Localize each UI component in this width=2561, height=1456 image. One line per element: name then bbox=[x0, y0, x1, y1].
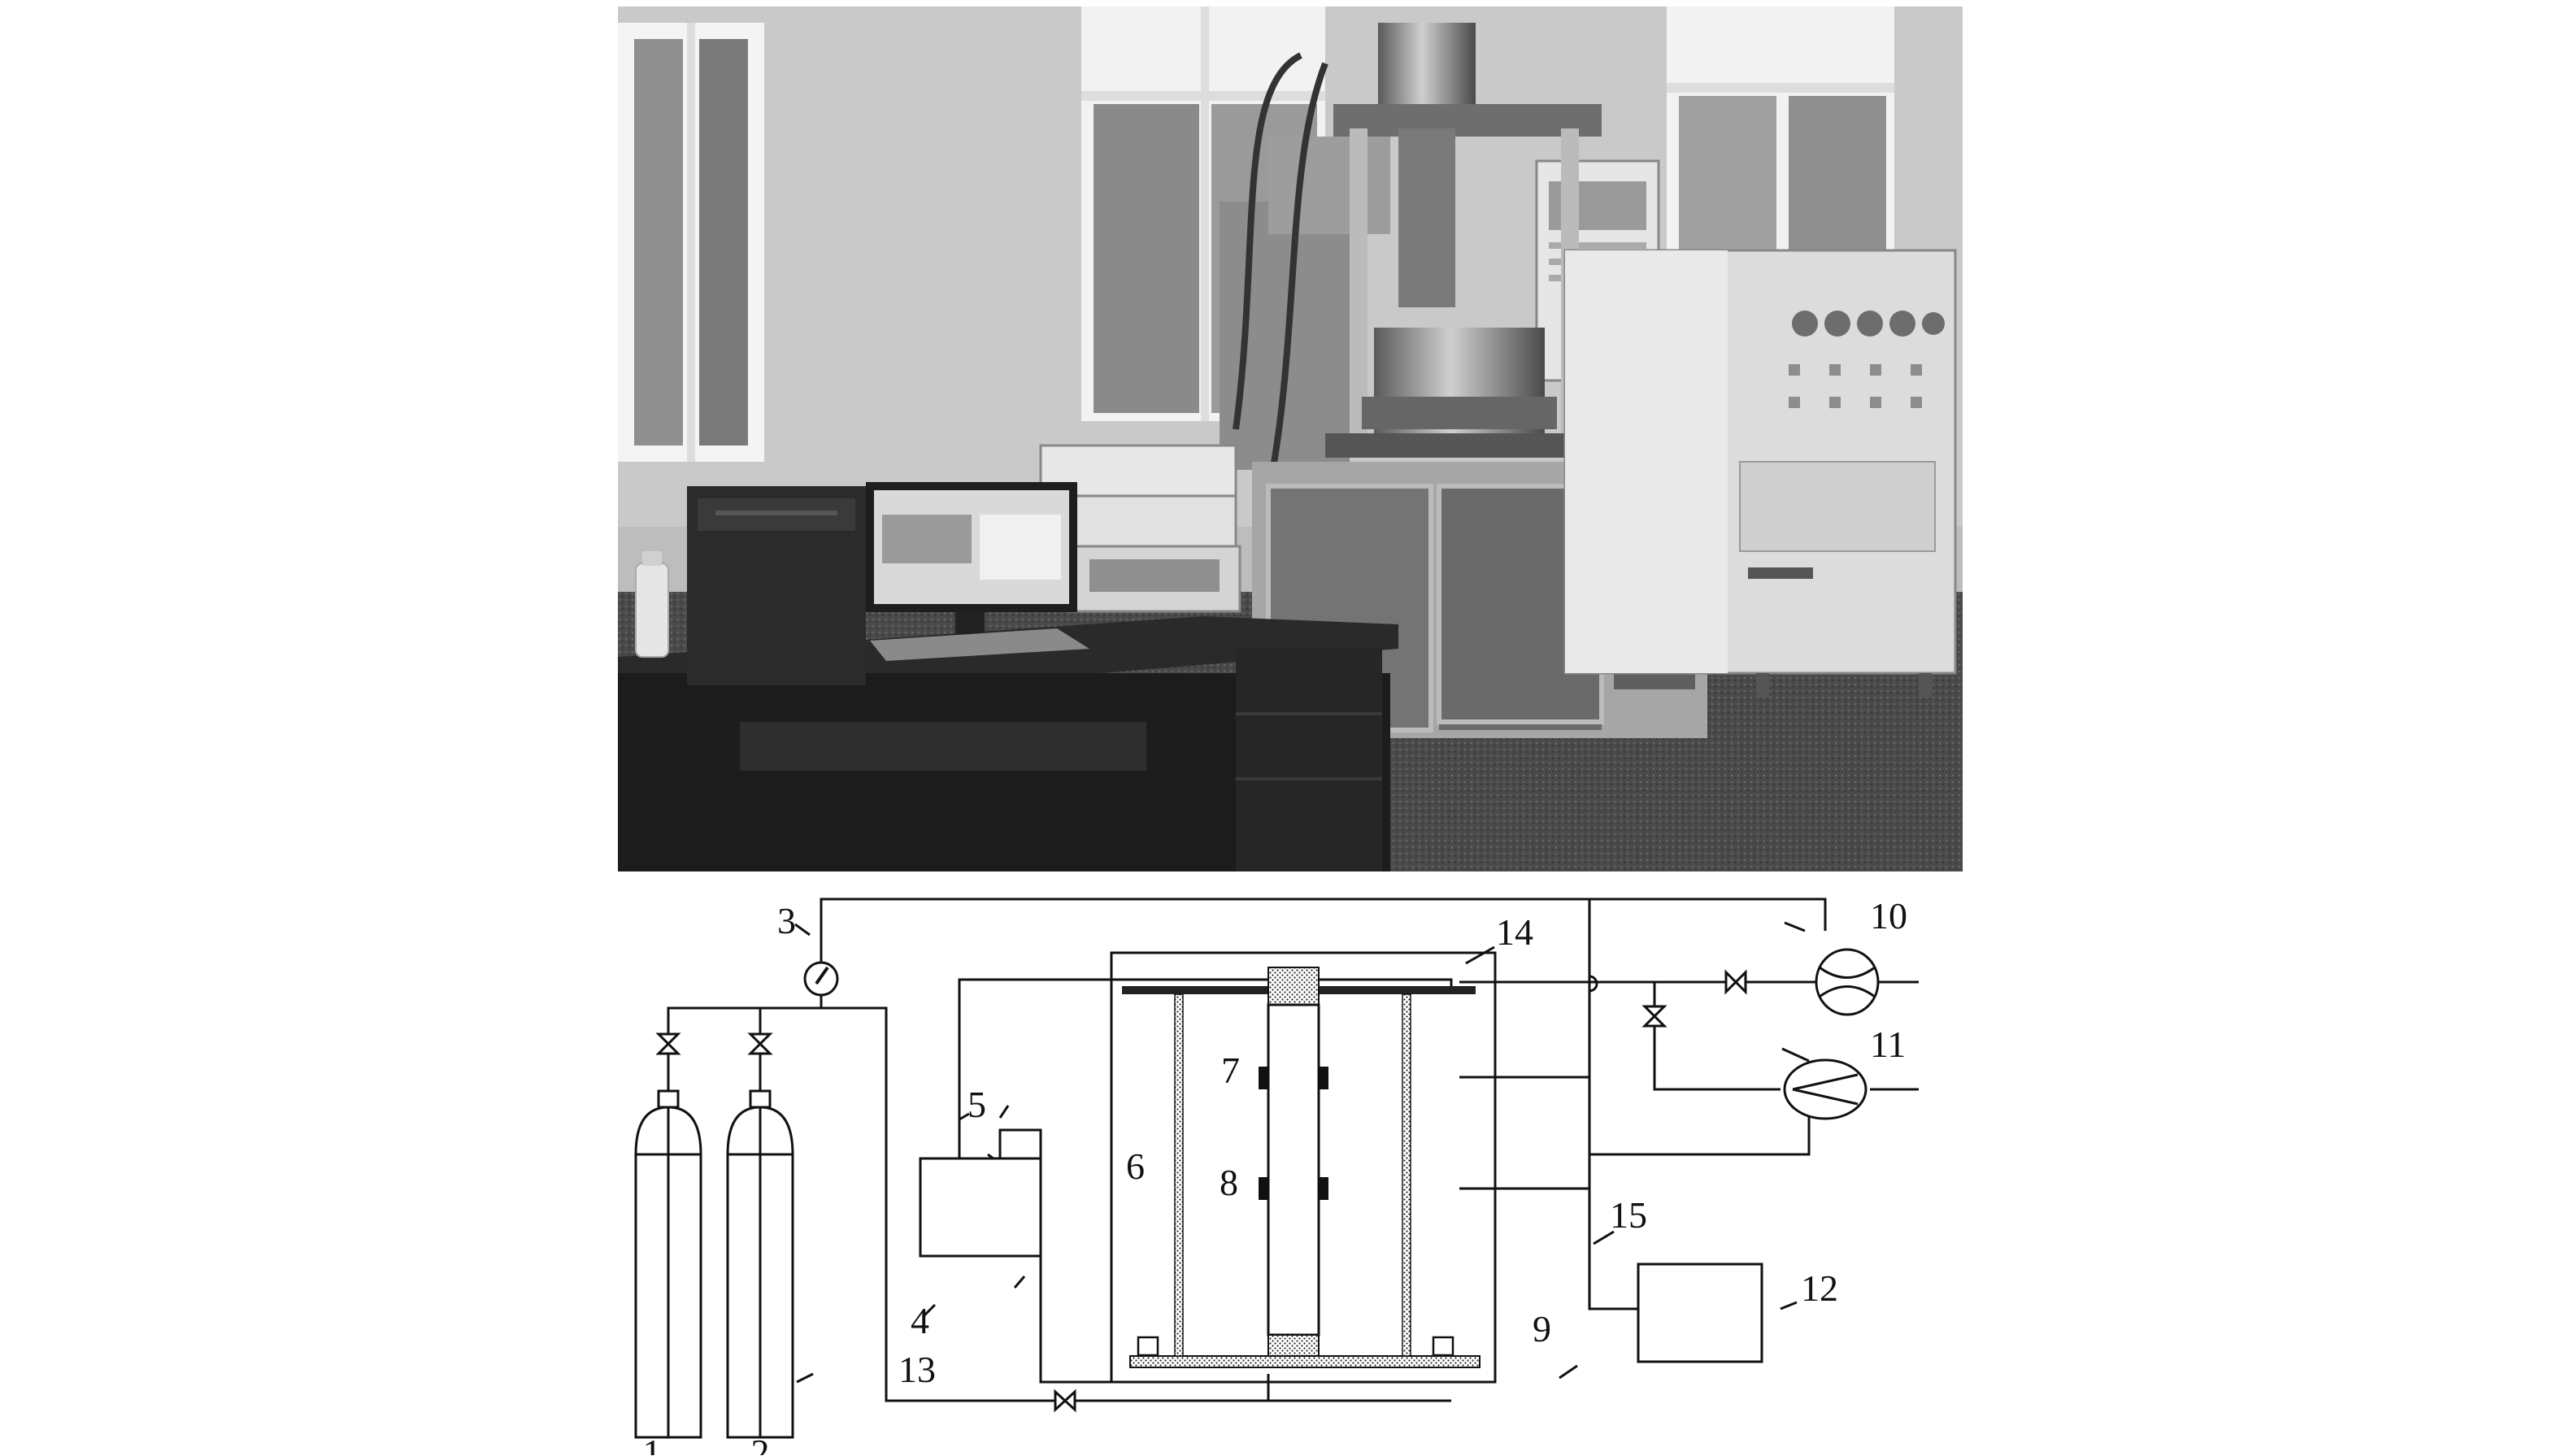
label-4: 4 bbox=[911, 1300, 929, 1341]
label-10: 10 bbox=[1870, 895, 1907, 937]
computer-tower-icon bbox=[687, 486, 866, 685]
pressure-chamber bbox=[1110, 951, 1497, 1384]
gas-cylinder-icon bbox=[634, 1089, 702, 1439]
label-9: 9 bbox=[1533, 1308, 1551, 1350]
label-11: 11 bbox=[1870, 1024, 1906, 1065]
data-acquisition-box bbox=[919, 1157, 1042, 1258]
window-icon bbox=[618, 23, 764, 462]
water-bottle-icon bbox=[635, 551, 669, 658]
label-6: 6 bbox=[1126, 1145, 1145, 1187]
instrument-box-icon bbox=[1039, 444, 1241, 613]
monitor-icon bbox=[866, 482, 1089, 661]
control-cabinet-icon bbox=[1563, 249, 1957, 698]
label-3: 3 bbox=[777, 900, 796, 941]
sensor-icon bbox=[1259, 1067, 1328, 1200]
label-5: 5 bbox=[967, 1084, 986, 1125]
label-8: 8 bbox=[1220, 1162, 1238, 1203]
recorder-box bbox=[1637, 1263, 1763, 1363]
label-12: 12 bbox=[1801, 1267, 1838, 1309]
pressure-gauge-icon bbox=[803, 961, 839, 997]
triaxial-press-icon bbox=[1220, 23, 1602, 495]
label-15: 15 bbox=[1610, 1194, 1647, 1236]
label-2: 2 bbox=[751, 1432, 770, 1455]
window-icon bbox=[1667, 7, 1894, 259]
label-7: 7 bbox=[1221, 1050, 1240, 1091]
sample-column-icon bbox=[1267, 967, 1320, 1357]
valve-icon bbox=[655, 969, 1747, 1413]
label-1: 1 bbox=[643, 1432, 662, 1455]
gas-cylinder-icon bbox=[726, 1089, 794, 1439]
gas-line-top bbox=[820, 898, 1827, 964]
apparatus-photo bbox=[618, 7, 1963, 871]
apparatus-schematic: 1 2 3 4 5 6 7 8 9 10 11 12 13 14 15 bbox=[634, 895, 1919, 1455]
label-13: 13 bbox=[898, 1349, 936, 1390]
label-14: 14 bbox=[1496, 911, 1533, 953]
vacuum-pump-icon bbox=[1783, 1058, 1867, 1120]
flowmeter-icon bbox=[1815, 948, 1880, 1016]
